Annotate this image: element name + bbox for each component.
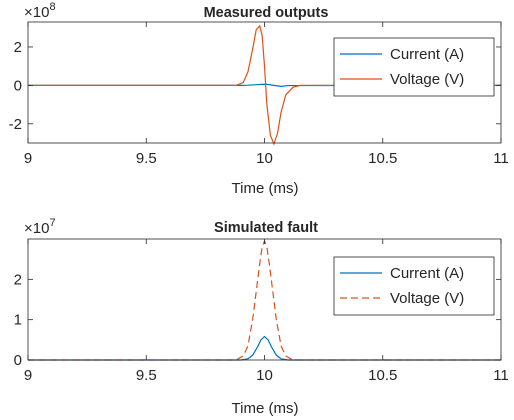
legend-label: Current (A): [390, 265, 464, 282]
y-tick-label: -2: [9, 116, 22, 133]
x-tick-label: 9.5: [136, 367, 157, 384]
legend: Current (A) Voltage (V): [333, 256, 495, 316]
x-tick-label: 11: [493, 150, 509, 167]
legend-label: Current (A): [390, 46, 464, 63]
legend: Current (A) Voltage (V): [333, 37, 495, 97]
chart-title: Simulated fault: [214, 220, 318, 236]
x-tick-label: 9.5: [136, 150, 157, 167]
x-tick-label: 9: [24, 367, 32, 384]
series-lines: [28, 24, 502, 146]
legend-label: Voltage (V): [390, 71, 464, 88]
legend-box: [333, 256, 495, 316]
x-tick-label: 11: [493, 367, 509, 384]
x-axis-label: Time (ms): [232, 180, 299, 197]
legend-label: Voltage (V): [390, 290, 464, 307]
y-tick-label: 0: [14, 77, 22, 94]
x-axis-label: Time (ms): [232, 400, 299, 417]
y-exponent-label: ×107: [24, 217, 56, 237]
chart-title: Measured outputs: [204, 5, 329, 21]
axes: 9 9.5 10 10.5 11 0 1 2: [14, 238, 509, 384]
y-tick-label: 0: [14, 352, 22, 369]
series-line-0: [28, 335, 501, 361]
y-tick-label: 2: [14, 271, 22, 288]
simulated-fault-panel: Simulated fault ×107 9 9.5 10 10.5 11 0 1 2 Tim…: [14, 217, 509, 417]
series-line-0: [28, 83, 502, 87]
axes: 9 9.5 10 10.5 11 -2 0 2: [9, 21, 509, 167]
x-tick-label: 10: [256, 367, 273, 384]
x-tick-label: 10: [256, 150, 273, 167]
y-exponent-label: ×108: [24, 1, 56, 21]
y-tick-label: 2: [14, 39, 22, 56]
series-line-1: [28, 24, 501, 146]
y-tick-label: 1: [14, 312, 22, 329]
measured-outputs-panel: Measured outputs ×108 9 9.5 10 10.5 11 -2 0 2 T…: [9, 1, 509, 197]
x-tick-label: 10.5: [368, 150, 397, 167]
x-tick-label: 9: [24, 150, 32, 167]
legend-box: [333, 37, 495, 97]
x-tick-label: 10.5: [368, 367, 397, 384]
